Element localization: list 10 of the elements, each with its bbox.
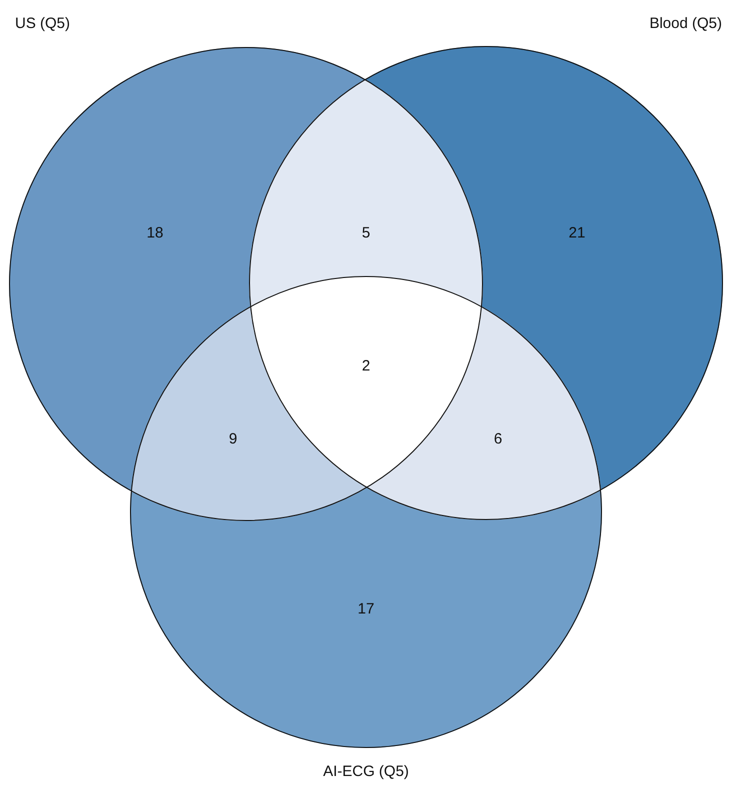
set-label: Blood (Q5) [649, 15, 722, 32]
count-label: 5 [362, 224, 370, 242]
set-label: AI-ECG (Q5) [323, 763, 409, 780]
count-label: 21 [568, 224, 586, 242]
count-label: 6 [494, 430, 502, 448]
count-label: 9 [228, 430, 238, 448]
count-label: 18 [146, 224, 164, 242]
count-label: 17 [358, 600, 374, 618]
set-label: US (Q5) [15, 15, 70, 32]
count-label: 2 [362, 358, 370, 374]
